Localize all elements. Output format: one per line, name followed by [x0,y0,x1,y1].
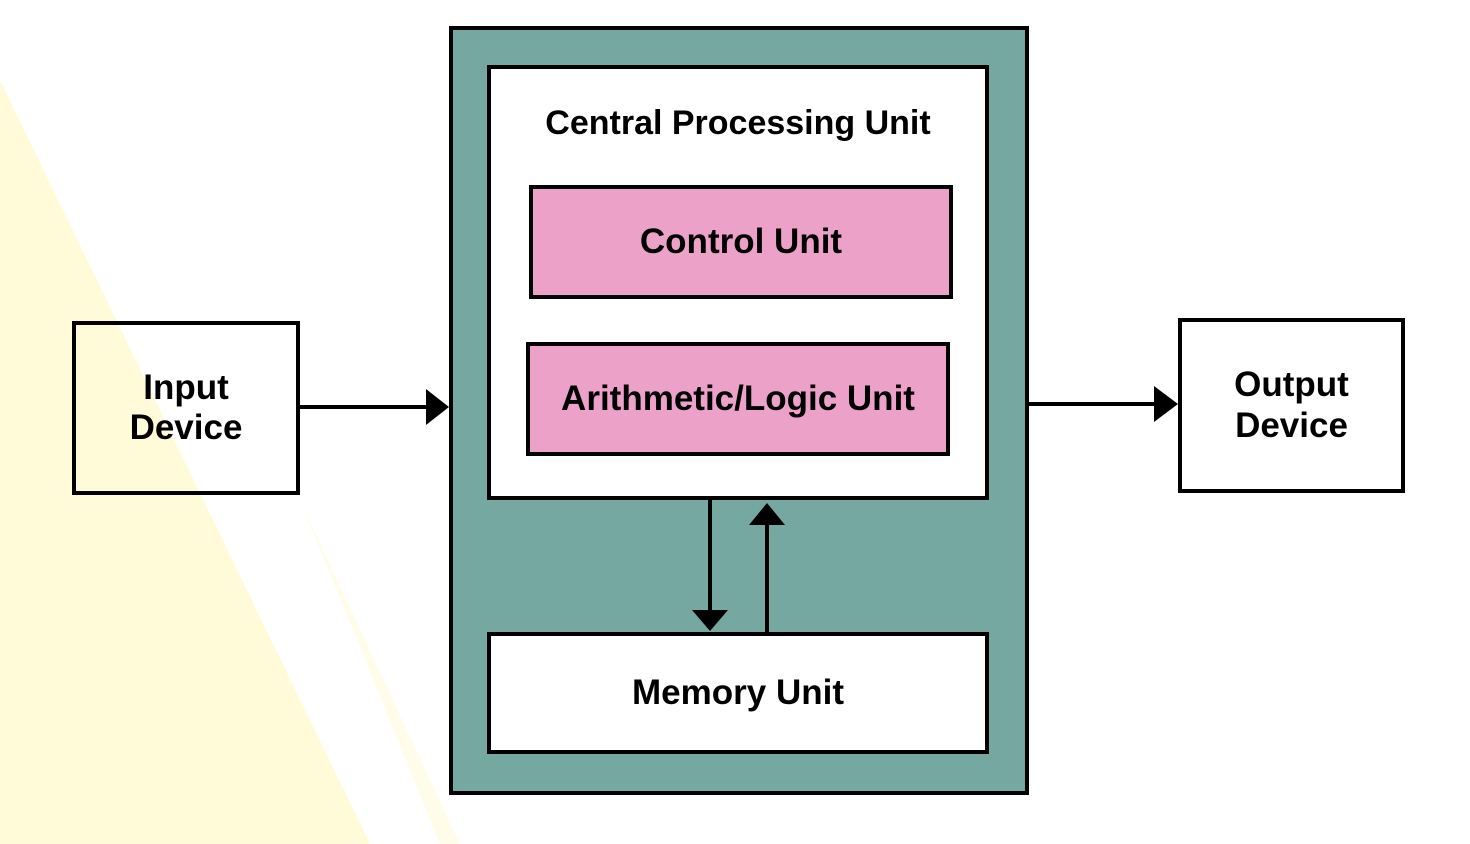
input-device-label: Input Device [129,367,243,447]
control-unit-box: Control Unit [529,185,953,299]
cpu-title: Central Processing Unit [545,104,931,142]
memory-unit-box: Memory Unit [487,632,989,754]
alu-box: Arithmetic/Logic Unit [526,342,950,456]
input-device-box: Input Device [72,321,300,495]
control-unit-label: Control Unit [639,221,843,261]
output-device-box: Output Device [1178,318,1405,493]
memory-unit-label: Memory Unit [632,672,844,712]
alu-label: Arithmetic/Logic Unit [561,378,915,418]
output-device-label: Output Device [1234,365,1349,445]
